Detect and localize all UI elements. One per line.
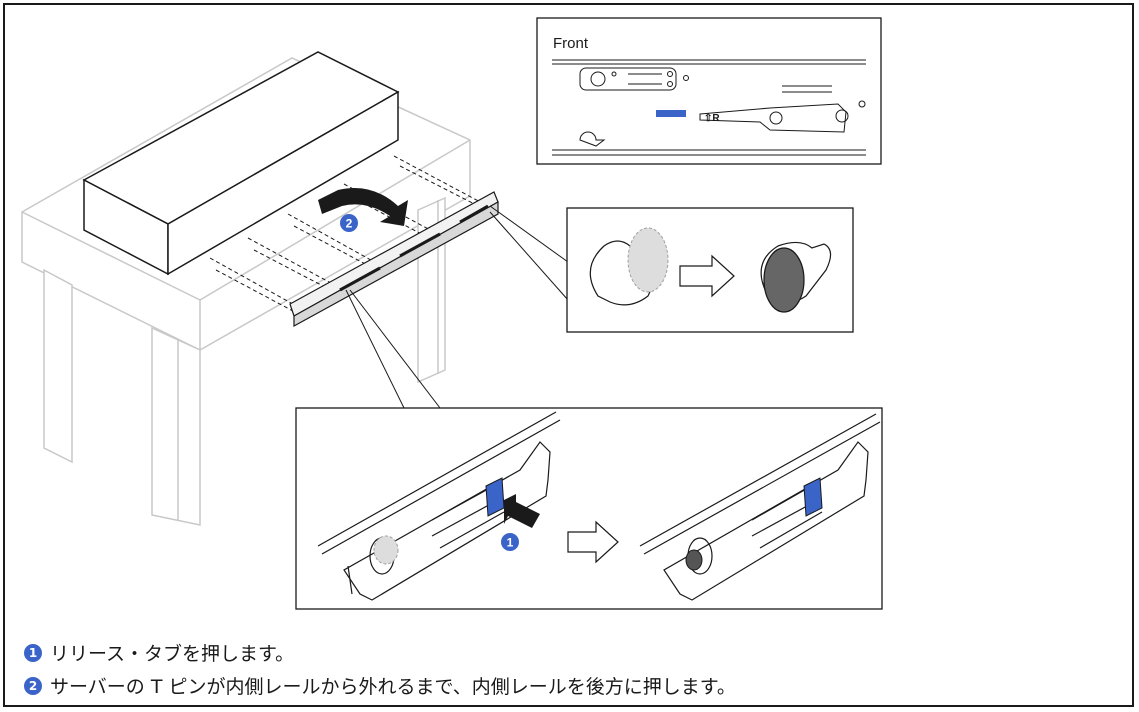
step-list: 1 リリース・タブを押します。 2 サーバーの T ピンが内側レールから外れるま… xyxy=(24,636,736,702)
front-inset: Front ⇧R xyxy=(536,17,882,165)
release-tab-inset: 1 xyxy=(295,407,883,610)
step-2: 2 サーバーの T ピンが内側レールから外れるまで、内側レールを後方に押します。 xyxy=(24,669,736,702)
direction-marker: ⇧R xyxy=(704,113,720,124)
pin-detail-inset xyxy=(566,207,854,333)
callout-2-label: 2 xyxy=(346,217,353,231)
next-step-arrow-icon xyxy=(567,520,619,564)
step-1-text: リリース・タブを押します。 xyxy=(50,643,295,665)
figure-frame xyxy=(3,3,1134,707)
step-2-number: 2 xyxy=(24,676,42,695)
inner-rail xyxy=(289,191,499,328)
next-step-arrow-icon xyxy=(679,254,735,298)
step-2-text: サーバーの T ピンが内側レールから外れるまで、内側レールを後方に押します。 xyxy=(50,676,736,698)
server-chassis xyxy=(82,51,400,276)
callout-1-label: 1 xyxy=(507,536,514,550)
callout-1: 1 xyxy=(501,533,519,551)
push-arrow-icon xyxy=(318,188,408,226)
callout-2: 2 xyxy=(340,214,358,232)
step-1: 1 リリース・タブを押します。 xyxy=(24,636,736,669)
front-label: Front xyxy=(553,35,589,52)
step-1-number: 1 xyxy=(24,643,42,662)
press-arrow-icon xyxy=(504,494,540,528)
